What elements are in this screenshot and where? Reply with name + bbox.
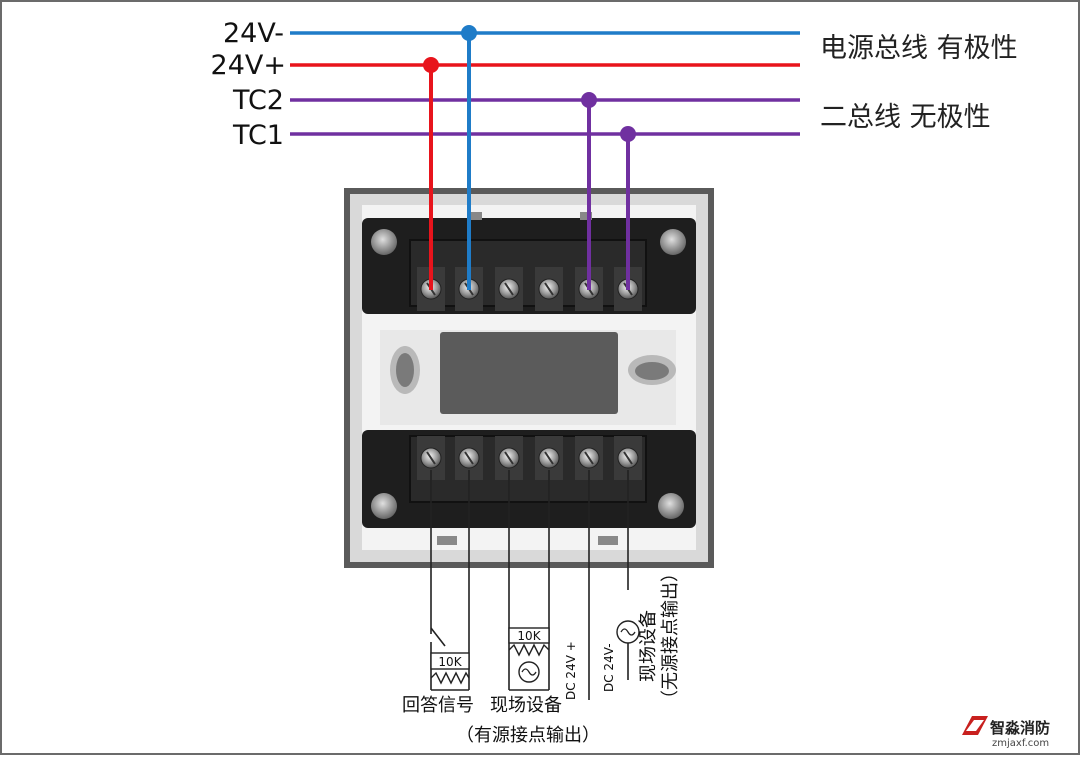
terminal-screw-icon [417, 436, 445, 480]
label-field-device-right: 现场设备 [638, 610, 659, 682]
junction-dot-tc1 [620, 126, 636, 142]
mounting-hole-left [396, 353, 414, 387]
display-window [440, 332, 618, 414]
terminal-screw-icon [535, 267, 563, 311]
junction-dot-24v-minus [461, 25, 477, 41]
switch-symbol [430, 627, 446, 647]
corner-screw-icon [371, 493, 397, 519]
terminal-screw-icon [495, 267, 523, 311]
note-two-bus: 二总线 无极性 [820, 102, 991, 133]
label-tc2: TC2 [232, 85, 284, 116]
watermark-site: zmjaxf.com [992, 738, 1049, 749]
center-panel [380, 330, 676, 425]
label-answer-signal: 回答信号 [402, 695, 474, 716]
label-dc-minus: DC 24V- [602, 643, 616, 692]
label-dc-plus: DC 24V + [564, 641, 578, 700]
corner-screw-icon [371, 229, 397, 255]
note-power-bus: 电源总线 有极性 [820, 33, 1018, 64]
top-terminal-block [362, 212, 696, 314]
resistor-zigzag-icon [430, 671, 470, 685]
label-field-device: 现场设备 [490, 695, 562, 716]
junction-dot-tc2 [581, 92, 597, 108]
resistor-zigzag-icon [508, 643, 550, 657]
bus-lines [290, 31, 800, 136]
resistor-left-label: 10K [438, 655, 462, 669]
junction-dot-24v-plus [423, 57, 439, 73]
watermark-brand: 智淼消防 [990, 719, 1050, 737]
ac-source-right [616, 620, 640, 680]
label-passive-output: （无源接点输出） [660, 564, 681, 708]
module-body [344, 188, 714, 568]
watermark: 智淼消防 zmjaxf.com [962, 716, 1050, 749]
label-active-output: （有源接点输出） [456, 725, 600, 746]
drop-wires [423, 25, 636, 290]
label-24v-minus: 24V- [223, 18, 284, 49]
corner-screw-icon [658, 493, 684, 519]
corner-screw-icon [660, 229, 686, 255]
label-tc1: TC1 [232, 120, 284, 151]
resistor-left: 10K [430, 652, 470, 685]
mounting-hole-right [635, 362, 669, 380]
resistor-mid-label: 10K [517, 629, 541, 643]
bottom-terminal-block [362, 430, 696, 545]
label-24v-plus: 24V+ [211, 50, 286, 81]
resistor-mid: 10K [508, 627, 550, 683]
